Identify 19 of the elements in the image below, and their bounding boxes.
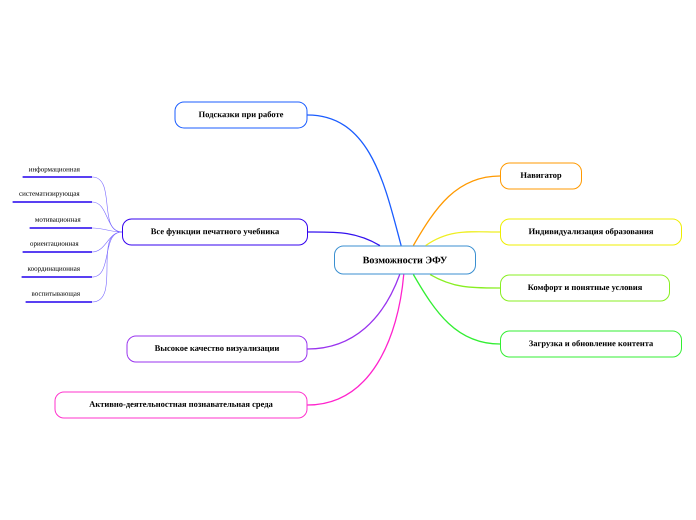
central-topic-box: Возможности ЭФУ [334, 246, 476, 274]
topic-box: Индивидуализация образования [500, 218, 682, 246]
topic-box: Все функции печатного учебника [122, 218, 308, 246]
branch-line [92, 232, 122, 302]
topic-box: Комфорт и понятные условия [500, 274, 670, 302]
branch-line [92, 228, 122, 232]
branch-line [412, 175, 500, 246]
topic-box: Загрузка и обновление контента [500, 330, 682, 358]
topic-box: Активно-деятельностная познавательная среда [54, 392, 308, 418]
branch-line [307, 114, 402, 246]
topic-box: Подсказки при работе [174, 102, 308, 128]
topic-box: Высокое качество визуализации [126, 336, 308, 362]
branch-line [307, 274, 400, 350]
topic-box: Навигатор [500, 162, 582, 190]
branch-line [425, 231, 500, 246]
branch-line [412, 274, 500, 345]
branch-line [307, 274, 404, 406]
branch-line [430, 274, 500, 289]
branch-line [308, 231, 380, 246]
